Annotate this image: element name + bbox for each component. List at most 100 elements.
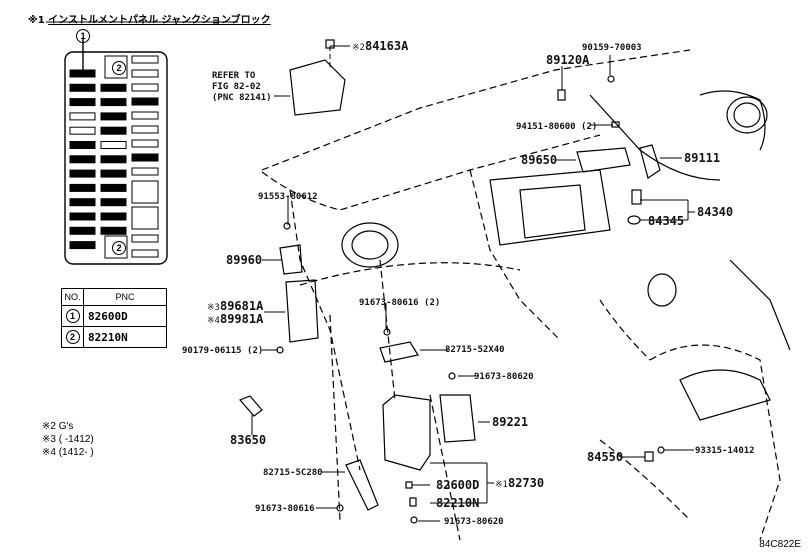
fuse-slot bbox=[69, 183, 96, 192]
fuse-slot bbox=[100, 112, 127, 121]
fuse-grid bbox=[69, 55, 159, 259]
fuse-slot bbox=[100, 212, 127, 221]
junction-block-drawing bbox=[64, 38, 168, 265]
part-label-89960[interactable]: 89960 bbox=[226, 253, 263, 267]
part-label-84340[interactable]: 84340 bbox=[697, 205, 734, 219]
part-label-84345[interactable]: 84345 bbox=[648, 214, 685, 228]
fuse-slot bbox=[131, 125, 159, 134]
part-label-94151-80600[interactable]: 94151-80600 (2) bbox=[516, 122, 598, 132]
refer-line-1: REFER TO bbox=[212, 71, 256, 81]
fuse-slot bbox=[131, 97, 159, 106]
table-row: 2 82210N bbox=[61, 326, 167, 348]
title-marker: ※1 bbox=[28, 15, 45, 26]
fuse-slot bbox=[69, 126, 96, 135]
row-number: 1 bbox=[65, 309, 80, 323]
fuse-slot bbox=[131, 111, 159, 120]
part-marker: ※3 bbox=[207, 303, 220, 313]
part-label-82715-5c280[interactable]: 82715-5C280 bbox=[263, 468, 323, 478]
pnc-table-header: NO. PNC bbox=[61, 288, 167, 306]
title-text: インストルメントパネル ジャンクションブロック bbox=[48, 15, 271, 26]
part-number: 89981A bbox=[219, 312, 264, 326]
fuse-slot bbox=[100, 98, 127, 107]
fuse-slot bbox=[131, 249, 159, 258]
row-pnc[interactable]: 82210N bbox=[83, 326, 167, 348]
footnote: ※2 G's bbox=[42, 421, 74, 432]
fuse-slot bbox=[131, 234, 159, 243]
fuse-slot bbox=[69, 98, 96, 107]
fuse-slot bbox=[131, 69, 159, 78]
part-label-91673-80616[interactable]: 91673-80616 bbox=[255, 504, 315, 514]
part-marker: ※4 bbox=[207, 316, 220, 326]
part-label-90159-70003[interactable]: 90159-70003 bbox=[582, 43, 642, 53]
fuse-slot bbox=[69, 226, 96, 235]
refer-line-3: (PNC 82141) bbox=[212, 93, 272, 103]
fuse-slot bbox=[100, 83, 127, 92]
part-label-91673-80616-2[interactable]: 91673-80616 (2) bbox=[359, 298, 441, 308]
fuse-slot bbox=[69, 212, 96, 221]
fuse-slot bbox=[69, 69, 96, 78]
header-pnc: PNC bbox=[83, 288, 167, 306]
fuse-slot bbox=[69, 141, 96, 149]
fuse-slot bbox=[69, 169, 96, 178]
instrument-panel-outline bbox=[261, 49, 781, 541]
pnc-table: NO. PNC 1 82600D 2 82210N bbox=[61, 288, 167, 348]
part-label-90179-06115[interactable]: 90179-06115 (2) bbox=[182, 346, 264, 356]
fuse-slot bbox=[131, 139, 159, 148]
row-pnc[interactable]: 82600D bbox=[83, 305, 167, 327]
relay-2-slot bbox=[104, 55, 128, 79]
refer-line-2: FIG 82-02 bbox=[212, 82, 261, 92]
part-label-89111[interactable]: 89111 bbox=[684, 151, 721, 165]
callout-2-top: 2 bbox=[112, 61, 126, 75]
part-label-89681a[interactable]: ※389681A bbox=[207, 300, 263, 314]
part-label-82715-52x40[interactable]: 82715-52X40 bbox=[445, 345, 505, 355]
fuse-slot bbox=[69, 198, 96, 207]
footnote: ※3 ( -1412) bbox=[42, 434, 94, 445]
fuse-slot bbox=[100, 141, 127, 149]
part-label-82730[interactable]: ※182730 bbox=[495, 477, 544, 491]
part-label-91553-80612[interactable]: 91553-80612 bbox=[258, 192, 318, 202]
part-label-83650[interactable]: 83650 bbox=[230, 433, 267, 447]
part-marker: ※1 bbox=[495, 480, 508, 490]
fuse-slot bbox=[100, 169, 127, 178]
refer-note[interactable]: REFER TO FIG 82-02 (PNC 82141) bbox=[212, 71, 272, 104]
junction-block-82730-drawing bbox=[382, 394, 476, 471]
part-label-91673-80620-lower[interactable]: 91673-80620 bbox=[444, 517, 504, 527]
part-label-84550[interactable]: 84550 bbox=[587, 450, 624, 464]
fuse-slot bbox=[131, 167, 159, 176]
part-label-84163a[interactable]: ※284163A bbox=[352, 40, 408, 54]
fuse-slot bbox=[100, 183, 127, 192]
fuse-slot bbox=[69, 112, 96, 121]
part-number: 82730 bbox=[507, 476, 545, 490]
footnote: ※4 (1412- ) bbox=[42, 447, 94, 458]
fuse-slot bbox=[131, 83, 159, 92]
part-marker: ※2 bbox=[352, 43, 365, 53]
part-label-93315-14012[interactable]: 93315-14012 bbox=[695, 446, 755, 456]
row-number: 2 bbox=[65, 330, 80, 344]
fuse-slot bbox=[131, 153, 159, 162]
callout-1: 1 bbox=[76, 29, 90, 43]
part-number: 84163A bbox=[364, 39, 409, 53]
diagram-title: ※1 インストルメントパネル ジャンクションブロック bbox=[28, 11, 271, 26]
fuse-slot bbox=[100, 126, 127, 135]
relay-slot bbox=[131, 206, 159, 230]
fuse-slot bbox=[131, 55, 159, 64]
callout-2-bottom: 2 bbox=[112, 241, 126, 255]
diagram-code: 84C822E bbox=[759, 539, 801, 550]
part-label-89981a[interactable]: ※489981A bbox=[207, 313, 263, 327]
part-label-89221[interactable]: 89221 bbox=[492, 415, 529, 429]
part-label-82210n[interactable]: 82210N bbox=[436, 496, 480, 510]
table-row: 1 82600D bbox=[61, 305, 167, 327]
part-label-82600d[interactable]: 82600D bbox=[436, 478, 480, 492]
part-label-89650[interactable]: 89650 bbox=[521, 153, 558, 167]
relay-2-slot bbox=[104, 235, 128, 259]
part-number: 89681A bbox=[219, 299, 264, 313]
fuse-slot bbox=[100, 155, 127, 164]
part-label-89120a[interactable]: 89120A bbox=[546, 53, 590, 67]
relay-slot bbox=[131, 180, 159, 204]
footnotes: ※2 G's ※3 ( -1412) ※4 (1412- ) bbox=[42, 420, 94, 459]
header-no: NO. bbox=[61, 288, 84, 306]
fuse-slot bbox=[100, 198, 127, 207]
part-label-91673-80620-upper[interactable]: 91673-80620 bbox=[474, 372, 534, 382]
fuse-slot bbox=[69, 83, 96, 92]
